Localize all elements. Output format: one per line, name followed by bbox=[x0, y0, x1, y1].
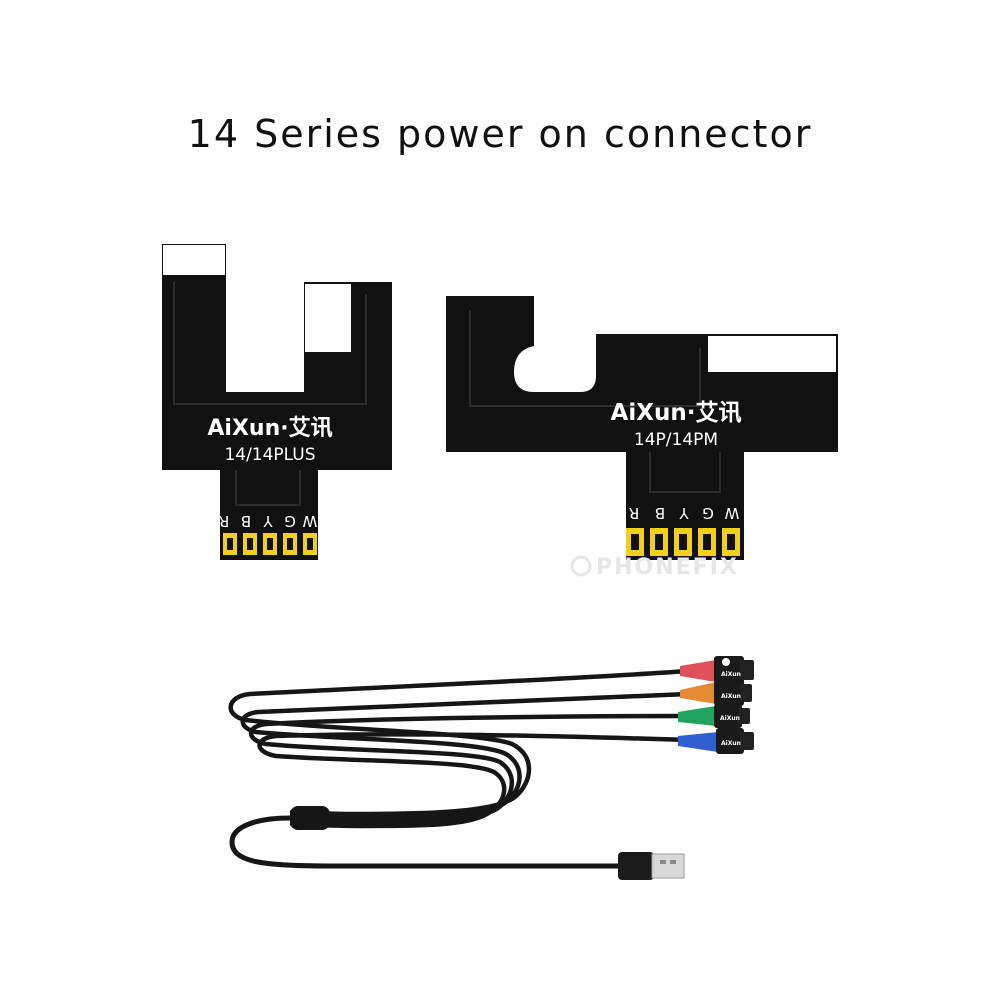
cable-leads: AiXun AiXun AiXun AiXun bbox=[678, 656, 754, 754]
lead-red: AiXun bbox=[680, 656, 754, 684]
board-left-pin-labels: R B Y G W bbox=[219, 512, 318, 530]
board-right-pin-labels: R B Y G W bbox=[629, 504, 740, 522]
board-right-trace bbox=[469, 310, 701, 407]
clip-tag: AiXun bbox=[721, 693, 741, 700]
page-title: 14 Series power on connector bbox=[187, 112, 813, 156]
cable-main bbox=[229, 815, 625, 869]
lead-blue: AiXun bbox=[678, 728, 754, 754]
board-left-brand: AiXun·艾讯 bbox=[207, 416, 332, 441]
clip-tag: AiXun bbox=[720, 715, 740, 722]
clip-head bbox=[714, 704, 742, 728]
pin-label-w: W bbox=[302, 512, 317, 530]
lead-sleeve bbox=[680, 660, 716, 682]
board-14-14plus: AiXun·艾讯 14/14PLUS R B Y G W bbox=[162, 244, 392, 560]
clip-head bbox=[714, 680, 744, 706]
cable-wire bbox=[228, 668, 691, 817]
board-right-model: 14P/14PM bbox=[634, 430, 718, 450]
usb-cable bbox=[228, 668, 691, 869]
board-left-tab-top bbox=[163, 245, 225, 275]
board-left-tab-inner bbox=[305, 284, 351, 352]
watermark: PHONEFIX bbox=[570, 555, 739, 580]
clip-tag: AiXun bbox=[721, 740, 741, 747]
clip-tag: AiXun bbox=[721, 671, 741, 678]
pin-label-b: B bbox=[241, 512, 251, 530]
board-left-body bbox=[162, 244, 392, 560]
board-right-tab-right bbox=[708, 336, 836, 372]
board-right-body bbox=[446, 296, 838, 560]
clip-head bbox=[716, 728, 744, 754]
cable-wire bbox=[240, 691, 691, 821]
board-right-brand: AiXun·艾讯 bbox=[611, 400, 742, 426]
lead-sleeve bbox=[678, 706, 716, 726]
cable-wire bbox=[248, 713, 691, 825]
pin-label-r: R bbox=[629, 504, 639, 522]
usb-plug-connector bbox=[651, 853, 685, 879]
board-14p-14pm: AiXun·艾讯 14P/14PM R B Y G W bbox=[446, 296, 838, 560]
watermark-text: PHONEFIX bbox=[596, 555, 739, 580]
watermark-logo-icon bbox=[570, 555, 592, 577]
pin-label-w: W bbox=[724, 504, 739, 522]
usb-a-plug bbox=[618, 852, 685, 880]
usb-plug-body bbox=[618, 852, 654, 880]
cable-splitter bbox=[290, 806, 330, 830]
pin-label-g: G bbox=[702, 504, 714, 522]
board-right-tab-inner bbox=[536, 298, 582, 364]
lead-green: AiXun bbox=[678, 704, 750, 728]
lead-orange: AiXun bbox=[680, 680, 752, 706]
board-left-model: 14/14PLUS bbox=[224, 445, 315, 465]
pin-label-y: Y bbox=[263, 512, 274, 530]
pin-label-b: B bbox=[655, 504, 665, 522]
board-left-trace bbox=[173, 282, 367, 405]
cable-wire bbox=[257, 732, 691, 829]
pin-label-r: R bbox=[219, 512, 229, 530]
pin-label-g: G bbox=[284, 512, 296, 530]
pin-label-y: Y bbox=[679, 504, 690, 522]
lead-sleeve bbox=[678, 732, 718, 752]
lead-sleeve bbox=[680, 682, 716, 704]
clip-head bbox=[714, 656, 744, 684]
